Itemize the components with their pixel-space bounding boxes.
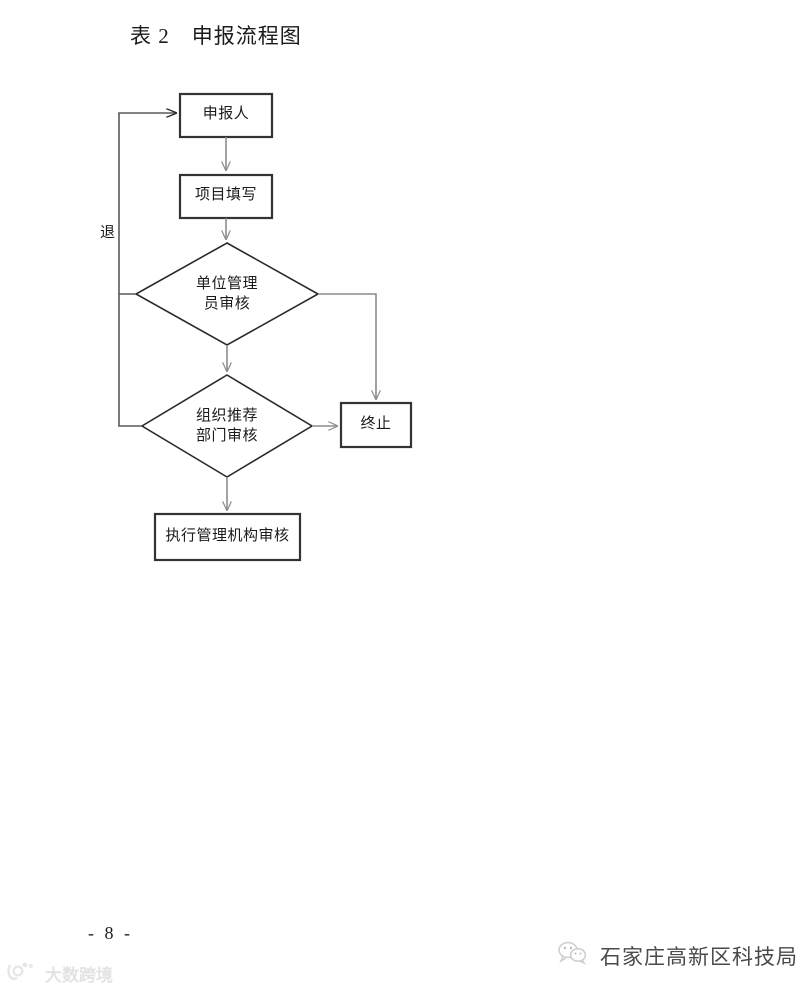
page-number: - 8 - (88, 923, 133, 943)
node-org-review-diamond (140, 374, 314, 478)
node-applicant-box (178, 92, 274, 139)
edge-unit-review-to-terminate (318, 293, 376, 399)
node-project-fill-box (178, 173, 274, 220)
flowchart: 申报人 项目填写 单位管理 员审核 组织推荐 部门审核 终止 执行管理机构审核 … (100, 92, 413, 562)
flowchart-svg (118, 92, 413, 562)
node-terminate-box (339, 401, 413, 449)
node-exec-review-box (153, 512, 302, 562)
watermark: 大数跨境 (6, 960, 113, 987)
page-title: 表 2 申报流程图 (130, 24, 302, 48)
organization-name: 石家庄高新区科技局 (600, 945, 798, 969)
edge-return-to-applicant (118, 113, 176, 427)
wechat-icon (556, 940, 590, 971)
node-unit-review-diamond (134, 242, 320, 346)
watermark-text: 大数跨境 (45, 966, 113, 985)
organization-footer: 石家庄高新区科技局 (556, 940, 798, 971)
dashujingjing-logo-icon (6, 960, 40, 987)
edge-return-label: 退 (100, 224, 116, 241)
